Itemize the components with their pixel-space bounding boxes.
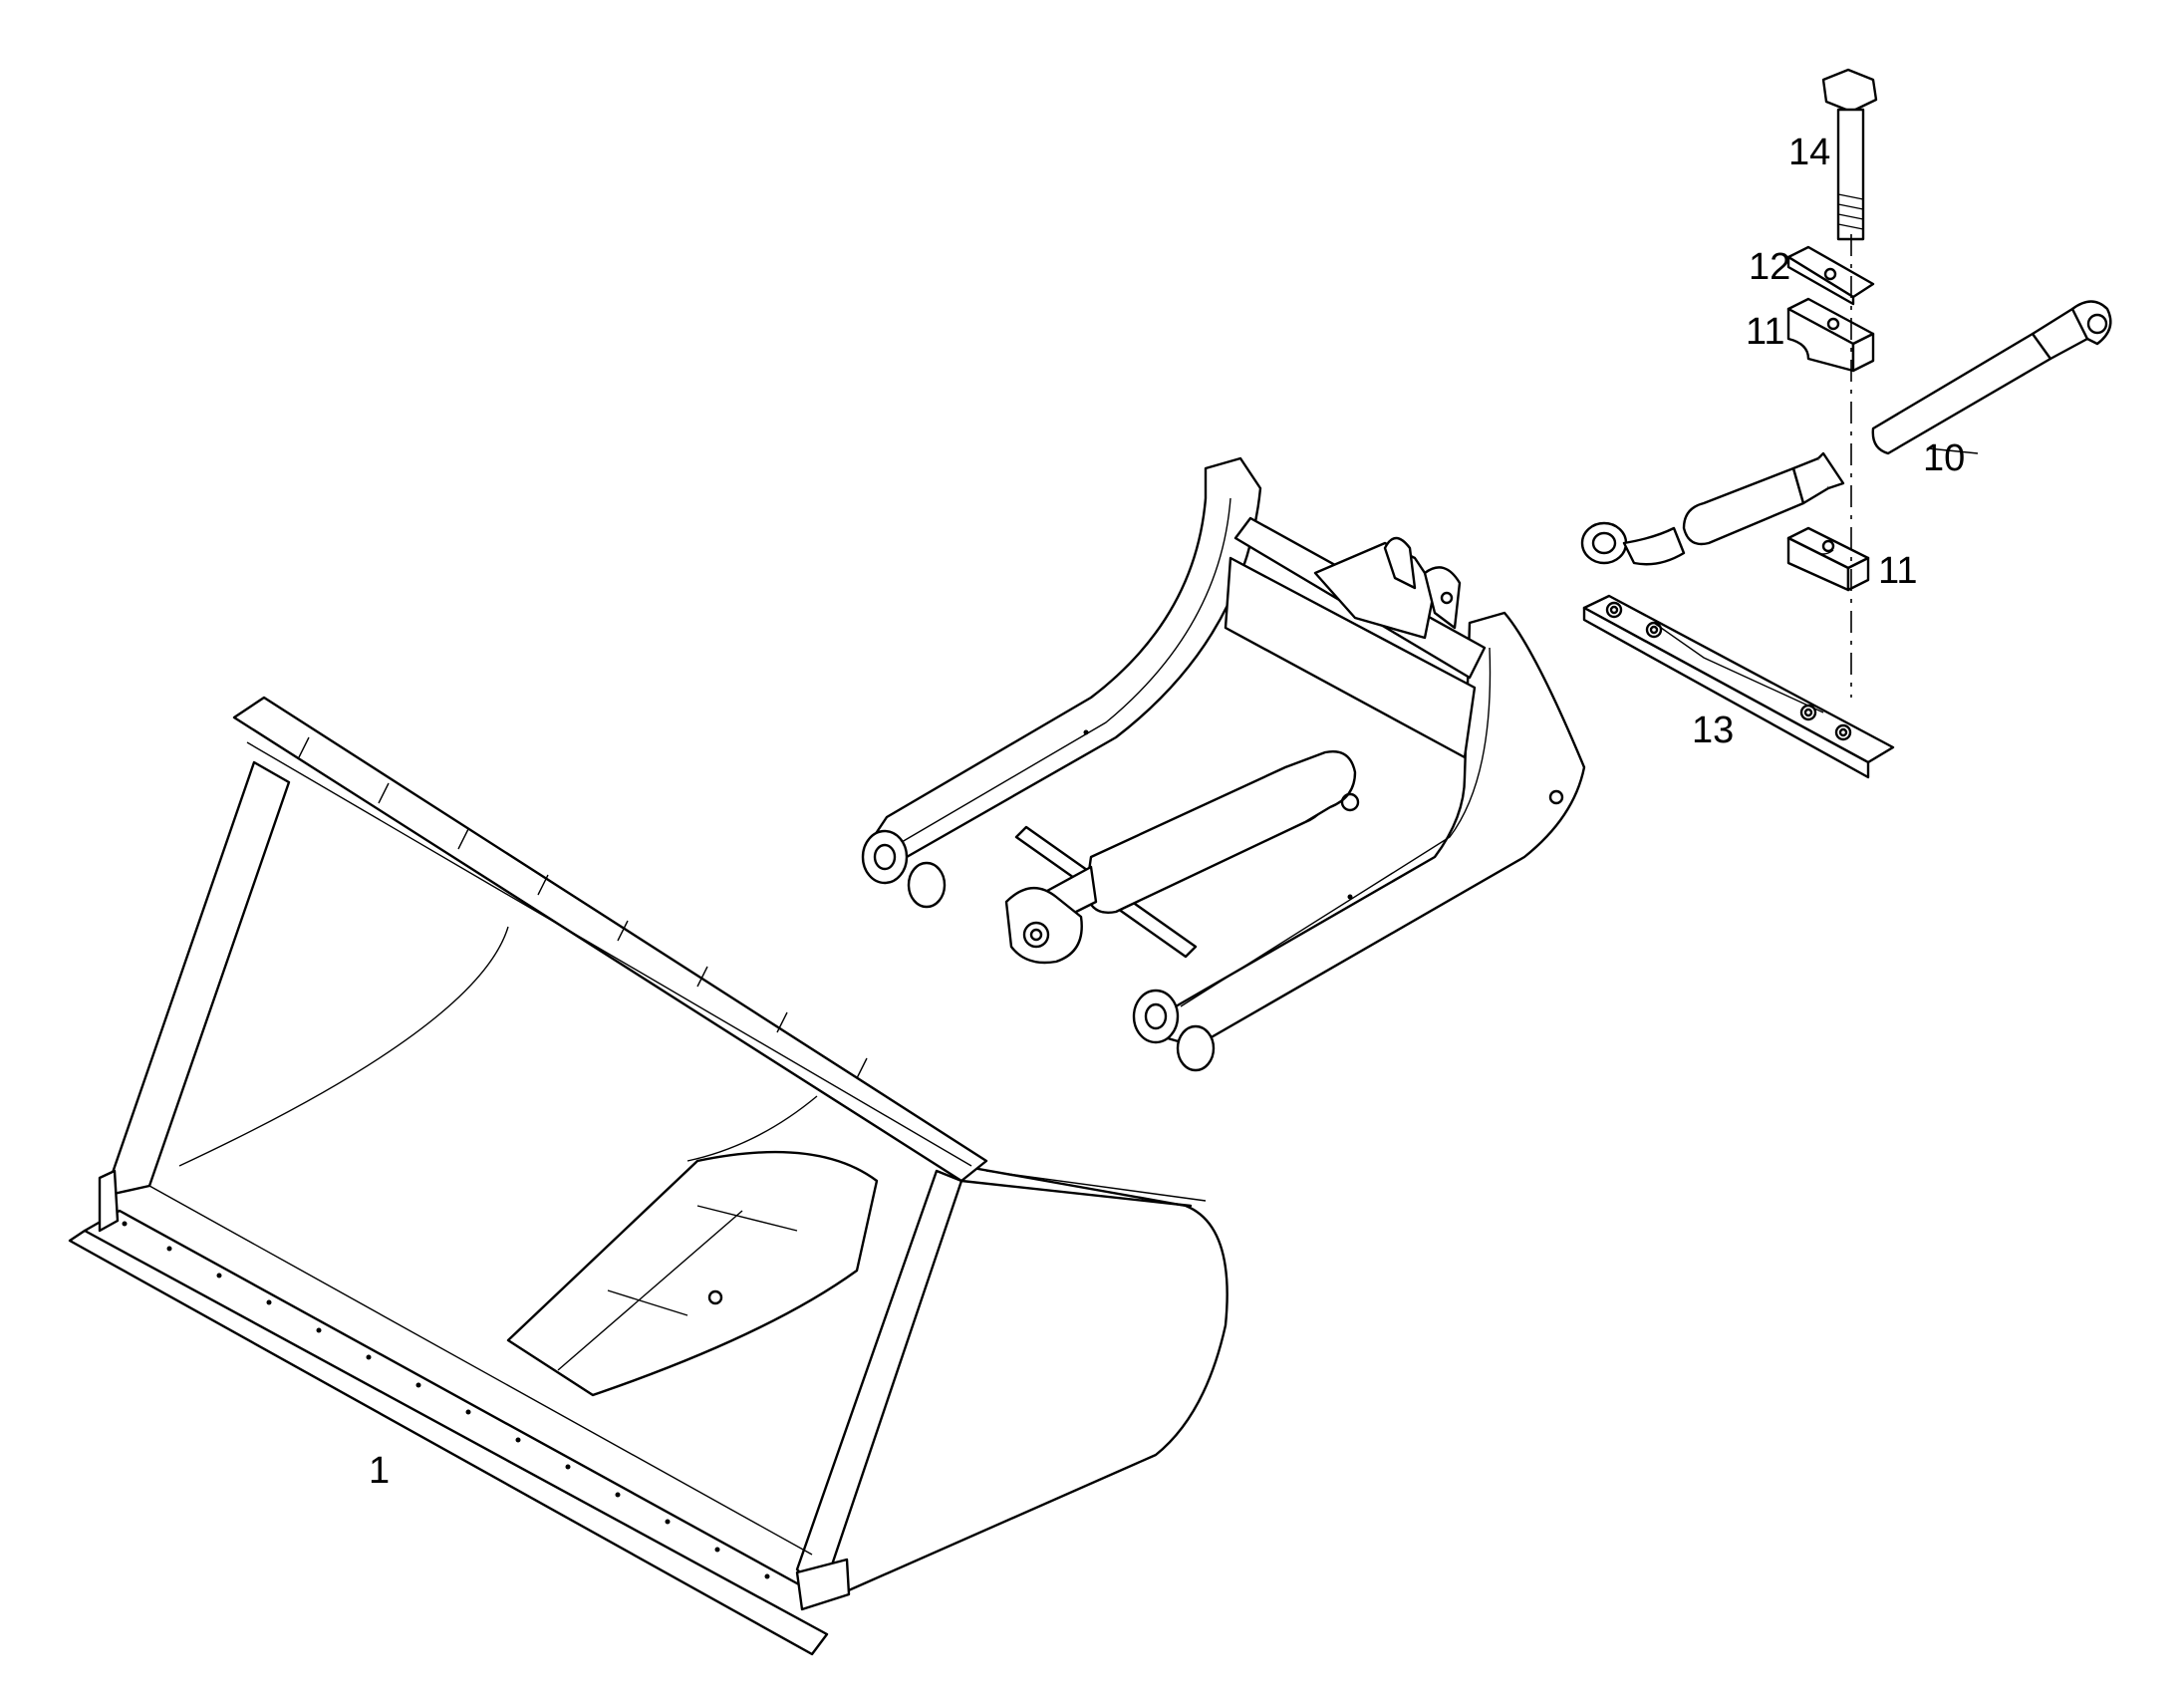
cover-plate — [1786, 245, 1875, 306]
quick-hitch-frame — [861, 456, 1586, 1072]
callout-11-lower: 11 — [1878, 550, 1917, 592]
leader-line-10 — [1927, 447, 1979, 454]
callout-1: 1 — [369, 1450, 390, 1492]
bucket — [68, 696, 1228, 1656]
mounting-rail — [1582, 594, 1895, 779]
clamp-lower — [1786, 526, 1870, 592]
callout-11-upper: 11 — [1746, 311, 1784, 353]
callout-14: 14 — [1788, 132, 1830, 173]
callout-13: 13 — [1692, 710, 1734, 751]
edge-rivets — [122, 1221, 770, 1579]
callout-12: 12 — [1749, 246, 1790, 288]
callout-10: 10 — [1923, 437, 1965, 479]
hex-bolt — [1821, 68, 1878, 241]
hydraulic-hose — [1580, 300, 2112, 566]
clamp-upper — [1786, 297, 1875, 373]
